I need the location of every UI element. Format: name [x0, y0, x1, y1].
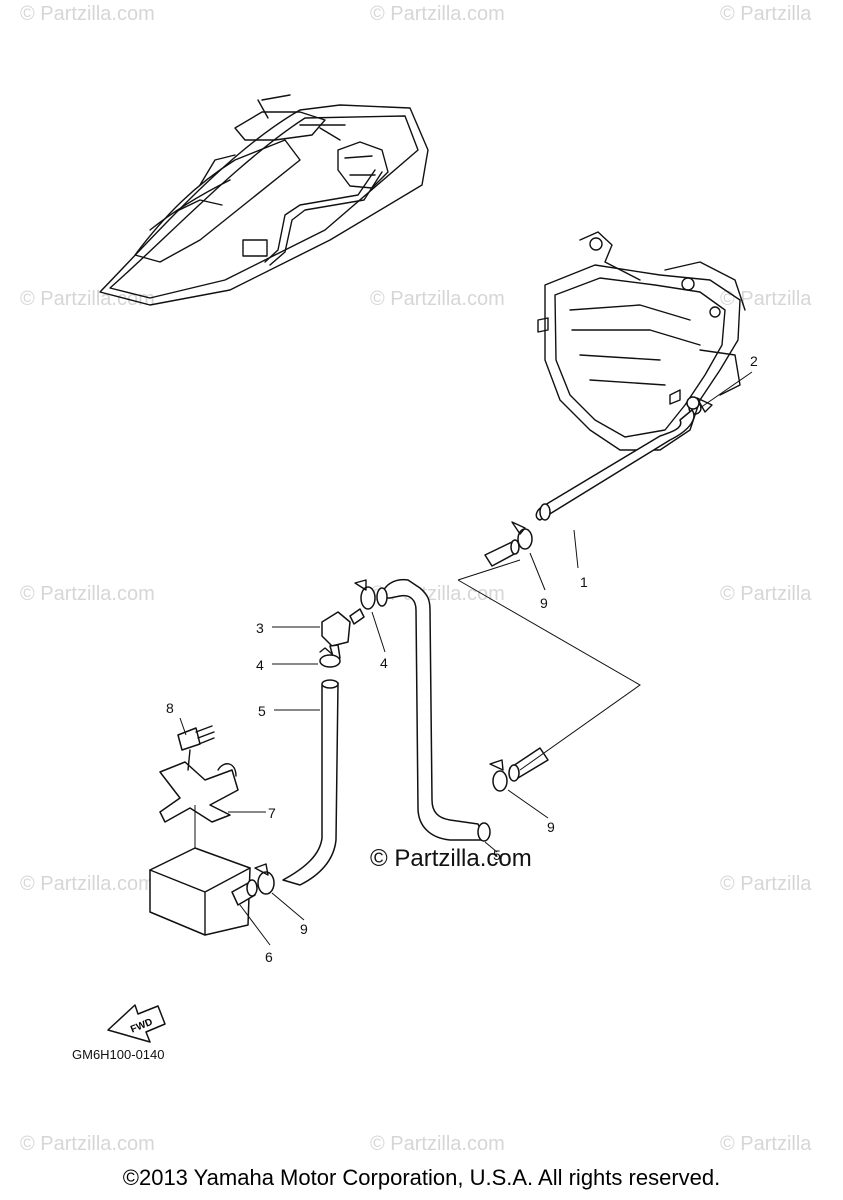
watermark: © Partzilla	[720, 583, 812, 605]
clamp-2	[686, 396, 713, 413]
callout-5: 5	[258, 703, 266, 719]
callout-5: 5	[493, 847, 501, 863]
clamp-4-left	[319, 647, 341, 668]
watermark: © Partzilla	[720, 288, 812, 310]
connection-lines	[194, 559, 641, 848]
callout-1: 1	[580, 574, 588, 590]
hose-5-left	[282, 679, 339, 886]
callout-8: 8	[166, 700, 174, 716]
callout-9: 9	[300, 921, 308, 937]
callout-3: 3	[256, 620, 264, 636]
water-box-6	[149, 847, 258, 936]
clamp-9-left	[254, 863, 275, 895]
fwd-arrow: FWD	[107, 1004, 166, 1043]
callout-numbers: 1 2 3 4 4 5 5 6 7 8 9 9 9	[166, 353, 758, 965]
jet-ski-illustration	[99, 94, 429, 306]
watermark: © Partzilla.com	[20, 288, 155, 310]
clamp-4-right	[354, 579, 376, 610]
fitting-3	[321, 608, 365, 661]
watermark: © Partzilla.com	[20, 3, 155, 25]
diagram-code: GM6H100-0140	[72, 1047, 165, 1062]
callout-6: 6	[265, 949, 273, 965]
pipe-fitting-top	[484, 539, 520, 567]
callout-7: 7	[268, 805, 276, 821]
callout-4: 4	[256, 657, 264, 673]
watermark: © Partzilla.com	[370, 1133, 505, 1155]
watermark: © Partzilla	[720, 1133, 812, 1155]
watermark: © Partzilla.com	[370, 3, 505, 25]
jet-pump-housing	[537, 231, 746, 451]
watermark-layer: © Partzilla.com © Partzilla.com © Partzi…	[20, 3, 812, 1155]
callout-9: 9	[547, 819, 555, 835]
clamp-9-top	[511, 521, 533, 550]
callout-leaders	[179, 371, 753, 946]
bracket-7	[159, 761, 239, 823]
callout-9: 9	[540, 595, 548, 611]
watermark: © Partzilla.com	[20, 873, 155, 895]
watermark: © Partzilla	[720, 873, 812, 895]
hose-5-right	[376, 578, 491, 842]
watermark: © Partzilla	[720, 3, 812, 25]
watermark: © Partzilla.com	[20, 1133, 155, 1155]
clamp-9-bottom	[489, 759, 508, 792]
pipe-fitting-bottom	[508, 747, 549, 782]
hose-1	[535, 409, 695, 521]
watermark: © Partzilla.com	[370, 288, 505, 310]
copyright-notice: ©2013 Yamaha Motor Corporation, U.S.A. A…	[122, 1165, 721, 1190]
watermark: © Partzilla.com	[20, 583, 155, 605]
callout-2: 2	[750, 353, 758, 369]
center-watermark: © Partzilla.com	[370, 845, 532, 872]
callout-4: 4	[380, 655, 388, 671]
bolt-8	[177, 725, 215, 771]
